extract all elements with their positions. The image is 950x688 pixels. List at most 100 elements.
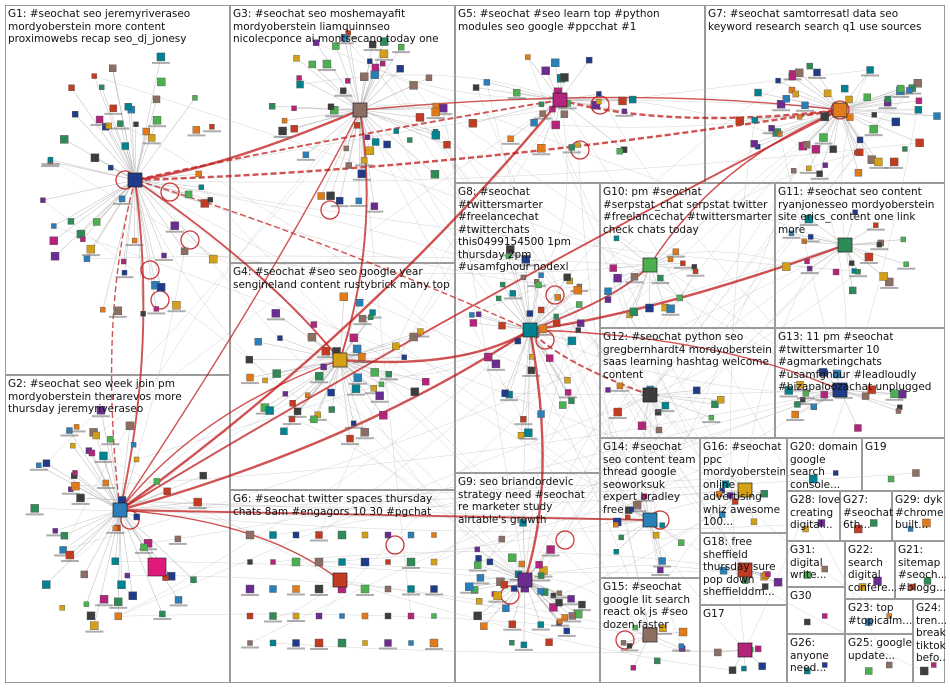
node (153, 478, 161, 485)
edge (318, 109, 841, 536)
node (546, 354, 554, 362)
node (886, 661, 893, 669)
edge (119, 509, 194, 580)
node (339, 613, 345, 619)
node (794, 68, 804, 77)
node (637, 421, 647, 430)
node (791, 410, 799, 419)
node-caption (187, 134, 206, 137)
node (125, 421, 135, 431)
node (575, 142, 581, 148)
hub-node-g1 (127, 172, 143, 188)
node (762, 583, 769, 590)
node (59, 605, 65, 611)
node (849, 286, 857, 295)
edge (508, 256, 531, 331)
node (83, 601, 90, 607)
edge (474, 264, 651, 591)
node-caption (94, 460, 113, 463)
node-caption (628, 510, 647, 513)
edge (134, 97, 196, 181)
edge (523, 277, 531, 331)
red-edge (523, 329, 544, 581)
group-box-g8 (455, 183, 600, 473)
node-caption (559, 396, 578, 399)
node-caption (101, 443, 120, 446)
self-loop (830, 100, 850, 120)
node (551, 58, 560, 67)
node-caption (772, 109, 791, 112)
node-caption (169, 604, 188, 607)
node-caption (60, 434, 79, 437)
node (360, 157, 368, 164)
node (537, 306, 545, 314)
group-box-g27 (840, 491, 892, 541)
node (526, 310, 534, 317)
node-caption (849, 275, 868, 278)
node (102, 479, 110, 487)
edge (335, 45, 361, 111)
node (551, 120, 560, 130)
node (265, 406, 274, 415)
edge (272, 579, 341, 617)
node (667, 256, 674, 263)
group-box-g26 (787, 634, 845, 683)
node (758, 662, 766, 670)
node-caption (364, 392, 383, 395)
edge (502, 284, 531, 331)
edge (841, 69, 871, 246)
red-edge (119, 359, 341, 511)
node (96, 406, 106, 415)
edge (649, 165, 826, 396)
node (545, 638, 553, 646)
edge (119, 351, 337, 511)
node (561, 614, 568, 621)
edge (134, 179, 568, 381)
node (626, 643, 633, 649)
edge (649, 271, 859, 396)
group-box-g30 (787, 587, 845, 634)
node (291, 557, 301, 567)
node (731, 498, 739, 505)
node-caption (370, 400, 389, 403)
edge (127, 575, 651, 636)
node (304, 392, 311, 398)
node (407, 531, 415, 539)
node (564, 377, 571, 384)
node (886, 613, 892, 619)
node (430, 558, 438, 566)
node (556, 590, 563, 596)
node (678, 643, 684, 649)
node (396, 65, 404, 73)
node-caption (625, 281, 644, 284)
node (292, 639, 300, 647)
node (575, 301, 583, 308)
node (537, 621, 544, 628)
node-caption (796, 397, 815, 400)
node (269, 585, 277, 593)
node-caption (460, 591, 479, 594)
edge (84, 509, 121, 575)
edge (134, 179, 524, 278)
node (430, 585, 438, 593)
node (552, 319, 561, 327)
node-caption (522, 374, 541, 377)
node (567, 336, 577, 346)
edge (839, 109, 938, 117)
node-caption (392, 51, 411, 54)
node (549, 603, 558, 612)
node (895, 408, 902, 414)
node (431, 131, 441, 140)
node (351, 384, 361, 393)
node (317, 192, 325, 200)
node (776, 100, 786, 109)
node (245, 584, 255, 594)
node (506, 245, 515, 254)
node (468, 119, 478, 128)
edge (123, 179, 136, 262)
node (560, 73, 569, 82)
node (869, 124, 878, 134)
node (792, 90, 799, 98)
node-caption (779, 395, 798, 398)
edge (134, 179, 156, 286)
